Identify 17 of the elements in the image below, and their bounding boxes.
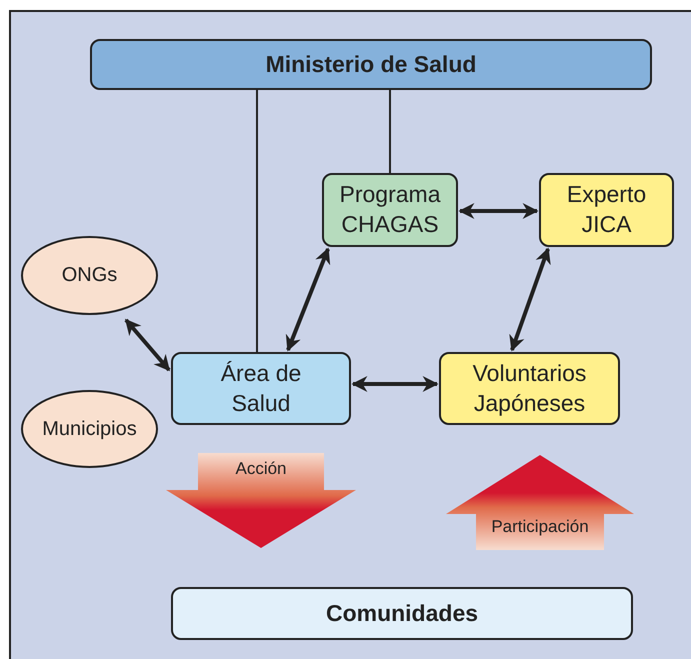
edge-label: Acción [235,459,287,479]
connector-line [256,90,258,352]
double-arrow [509,248,551,352]
process-box: Voluntarios Japóneses [439,352,620,425]
double-arrow [351,376,439,392]
block-arrow [446,455,634,550]
double-arrow [286,248,330,352]
title-box: Comunidades [171,587,633,640]
title-box: Ministerio de Salud [90,39,652,90]
double-arrow [124,318,171,372]
connector-line [389,90,391,173]
double-arrow [458,203,539,219]
edge-label: Participación [491,517,589,537]
process-box: Programa CHAGAS [322,173,458,247]
process-box: Área de Salud [171,352,351,425]
process-box: Experto JICA [539,173,674,247]
block-arrow [166,453,356,548]
